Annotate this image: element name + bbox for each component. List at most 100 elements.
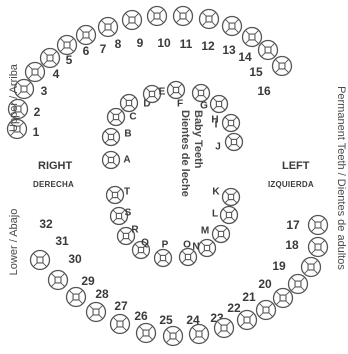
- permanent-tooth: [58, 36, 77, 55]
- baby-tooth-letter: O: [183, 240, 191, 251]
- baby-tooth-letter: C: [129, 112, 136, 123]
- permanent-tooth: [77, 26, 96, 45]
- baby-tooth: [121, 95, 138, 112]
- upper-side-label: Upper / Arriba: [8, 60, 20, 136]
- baby-tooth-letter: E: [159, 87, 166, 98]
- permanent-tooth-number: 2: [34, 105, 41, 119]
- permanent-tooth: [148, 7, 167, 26]
- permanent-tooth-number: 30: [68, 252, 82, 266]
- permanent-tooth-number: 25: [159, 313, 173, 327]
- permanent-tooth: [164, 327, 183, 346]
- baby-tooth: [155, 250, 172, 267]
- baby-tooth: [211, 96, 228, 113]
- permanent-teeth-side-label: Permanent Teeth / Dientes de adultos: [335, 73, 347, 283]
- baby-tooth: [199, 240, 216, 257]
- baby-teeth-line1: Baby Teeth: [192, 110, 204, 168]
- permanent-tooth-number: 6: [83, 44, 90, 58]
- baby-tooth-letter: S: [125, 208, 132, 219]
- permanent-tooth: [273, 57, 292, 76]
- baby-tooth: [103, 152, 120, 169]
- permanent-tooth-number: 28: [95, 287, 109, 301]
- baby-tooth-letter: B: [124, 129, 131, 140]
- permanent-tooth: [200, 10, 219, 29]
- baby-tooth: [221, 207, 238, 224]
- permanent-tooth-number: 5: [66, 53, 73, 67]
- permanent-tooth-number: 20: [258, 277, 272, 291]
- baby-tooth: [108, 109, 125, 126]
- permanent-tooth: [223, 17, 242, 36]
- baby-tooth: [226, 134, 243, 151]
- permanent-tooth-number: 14: [238, 50, 252, 64]
- permanent-tooth: [31, 251, 50, 270]
- permanent-tooth-number: 3: [41, 84, 48, 98]
- permanent-tooth: [309, 238, 328, 257]
- permanent-tooth: [257, 301, 276, 320]
- baby-tooth: [107, 187, 124, 204]
- baby-tooth-letter: K: [212, 187, 220, 198]
- baby-tooth-letter: L: [212, 209, 218, 220]
- permanent-tooth-number: 9: [137, 36, 144, 50]
- permanent-tooth-number: 10: [157, 36, 171, 50]
- permanent-tooth: [215, 319, 234, 338]
- permanent-tooth-number: 26: [134, 309, 148, 323]
- permanent-tooth-number: 13: [222, 43, 236, 57]
- baby-tooth-letter: J: [215, 142, 221, 153]
- permanent-tooth-number: 8: [115, 37, 122, 51]
- baby-tooth-letter: P: [162, 240, 169, 251]
- baby-teeth-line2: Dientes de leche: [179, 110, 191, 197]
- permanent-tooth: [259, 41, 278, 60]
- permanent-tooth: [67, 288, 86, 307]
- permanent-tooth-number: 29: [81, 274, 95, 288]
- permanent-tooth-number: 7: [100, 42, 107, 56]
- baby-tooth-letter: Q: [141, 238, 149, 249]
- baby-tooth-letter: F: [177, 99, 183, 110]
- permanent-tooth-number: 1: [33, 125, 40, 139]
- baby-tooth: [213, 226, 230, 243]
- permanent-tooth: [190, 325, 209, 344]
- permanent-tooth-number: 22: [227, 301, 241, 315]
- permanent-tooth-number: 21: [242, 290, 256, 304]
- permanent-tooth: [87, 303, 106, 322]
- baby-tooth: [180, 249, 197, 266]
- permanent-tooth-number: 4: [53, 67, 60, 81]
- permanent-tooth-number: 11: [180, 37, 193, 51]
- baby-tooth-letter: M: [201, 226, 209, 237]
- permanent-tooth: [111, 315, 130, 334]
- permanent-tooth: [137, 324, 156, 343]
- permanent-tooth: [26, 63, 45, 82]
- baby-tooth: [223, 115, 240, 132]
- left-label: LEFT: [282, 160, 310, 172]
- permanent-tooth: [99, 18, 118, 37]
- baby-tooth-letter: A: [123, 155, 130, 166]
- permanent-tooth-number: 16: [257, 84, 271, 98]
- left-sub-label: IZQUIERDA: [268, 180, 314, 189]
- permanent-tooth: [41, 49, 60, 68]
- permanent-tooth: [238, 311, 257, 330]
- permanent-tooth: [174, 7, 193, 26]
- lower-side-label: Lower / Abajo: [8, 206, 20, 278]
- permanent-tooth: [274, 289, 293, 308]
- permanent-tooth: [302, 258, 321, 277]
- baby-tooth: [103, 129, 120, 146]
- permanent-tooth-number: 32: [39, 217, 53, 231]
- right-label: RIGHT: [38, 160, 72, 172]
- permanent-tooth: [123, 11, 142, 30]
- baby-tooth: [168, 82, 185, 99]
- permanent-tooth-number: 31: [55, 234, 69, 248]
- permanent-tooth: [243, 28, 262, 47]
- permanent-tooth-number: 17: [286, 218, 300, 232]
- permanent-tooth-number: 19: [272, 259, 286, 273]
- permanent-tooth: [289, 275, 308, 294]
- permanent-tooth-number: 12: [201, 39, 215, 53]
- baby-tooth-letter: T: [124, 187, 130, 198]
- baby-tooth-letter: R: [131, 225, 139, 236]
- permanent-tooth-number: 15: [249, 65, 263, 79]
- permanent-tooth: [309, 216, 328, 235]
- permanent-tooth-number: 27: [114, 299, 128, 313]
- baby-teeth-label: Baby Teeth Dientes de leche: [178, 110, 204, 220]
- baby-tooth: [193, 85, 210, 102]
- permanent-tooth-number: 18: [285, 238, 299, 252]
- right-sub-label: DERECHA: [33, 180, 74, 189]
